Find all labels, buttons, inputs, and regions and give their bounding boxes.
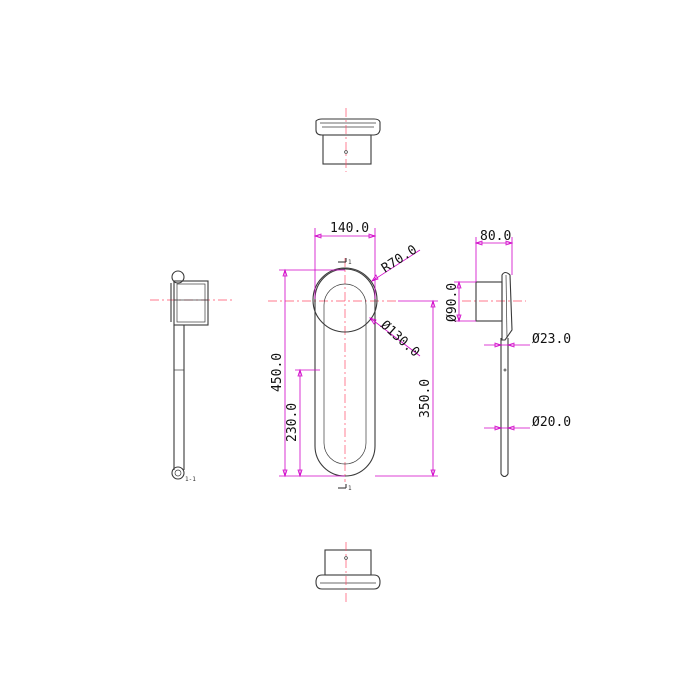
section-label: 1-1 — [185, 476, 196, 483]
dim-disc-diameter: Ø130.0 — [377, 318, 422, 361]
side-dimensions: 80.0 Ø90.0 Ø23.0 Ø20.0 — [445, 229, 571, 431]
dim-depth: 80.0 — [480, 229, 511, 244]
side-view — [462, 271, 526, 478]
front-dimensions: 140.0 R70.0 Ø130.0 450.0 230.0 350.0 — [270, 221, 438, 478]
section-mark-top: 1 — [348, 259, 352, 266]
dim-rod-upper: Ø23.0 — [532, 332, 571, 347]
bottom-view — [315, 542, 381, 603]
dim-height-total: 450.0 — [270, 353, 285, 392]
dim-radius: R70.0 — [379, 242, 420, 276]
dim-height-right: 350.0 — [418, 379, 433, 418]
section-mark-bottom: 1 — [348, 485, 352, 492]
front-view: 1 1 — [268, 258, 398, 492]
section-view: 1-1 — [150, 270, 232, 483]
dim-rod-lower: Ø20.0 — [532, 415, 571, 430]
dim-width: 140.0 — [330, 221, 369, 236]
dim-base-diameter: Ø90.0 — [445, 283, 460, 322]
top-view — [315, 108, 381, 172]
dim-height-lower: 230.0 — [285, 403, 300, 442]
